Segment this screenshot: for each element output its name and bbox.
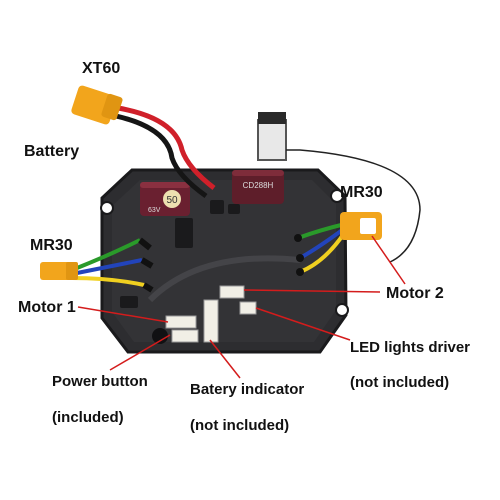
led-driver-note: (not included) [350,374,450,391]
battery-label: Battery [24,143,80,160]
motor2-label: Motor 2 [386,285,444,302]
sensor-block [257,112,421,263]
capacitor-right-marking: CD288H [243,181,274,190]
led-driver-label: LED lights driver [350,339,471,356]
power-button-note: (included) [52,409,124,426]
xt60-label: XT60 [82,60,121,77]
capacitor-left: 50 63V [140,182,190,216]
mr30-left-connector [40,262,78,280]
mr30-right-label: MR30 [340,184,383,201]
capacitor-left-value: 50 [166,195,178,206]
callout-lines [77,235,406,379]
led-driver-header [239,301,257,315]
power-button-header [165,315,199,343]
battery-indicator-note: (not included) [190,417,290,434]
capacitor-right: CD288H [232,170,284,204]
battery-indicator-label: Batery indicator [190,381,305,398]
xt60-connector [71,85,123,125]
battery-indicator-header [203,299,219,343]
capacitor-left-marking: 63V [148,207,161,214]
mr30-right-connector [340,212,382,240]
battery-cable [115,105,216,199]
power-button-label: Power button [52,373,148,390]
mr30-left-label: MR30 [30,237,73,254]
motor1-cable [71,237,154,293]
motor1-label: Motor 1 [18,299,76,316]
motor2-header [219,285,245,299]
